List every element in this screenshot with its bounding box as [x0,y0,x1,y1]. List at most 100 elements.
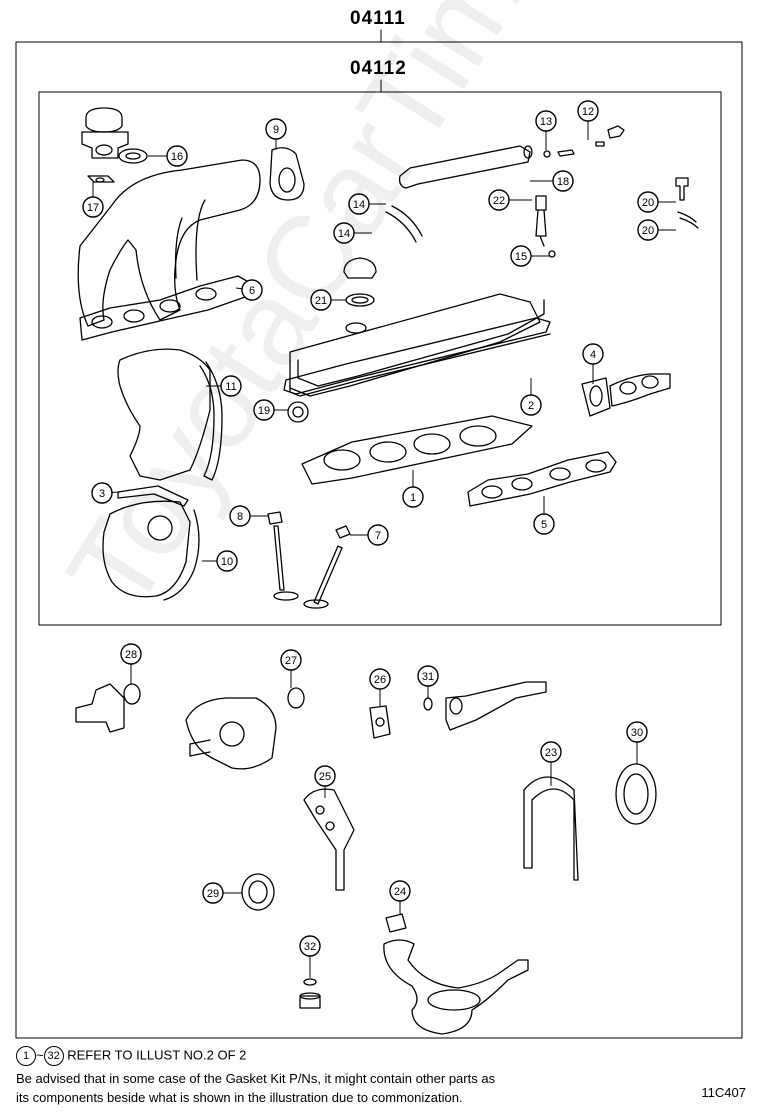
callout-circle [333,222,355,244]
callout-27: 27 [280,649,302,671]
exhaust-gasket-drawing [467,451,617,507]
callout-number: 6 [249,285,255,297]
callout-number: 30 [631,727,643,739]
outer-kit-frame [15,41,743,1039]
outer-kit-code: 04111 [350,8,406,29]
callout-circle [91,482,113,504]
callout-circle [265,118,287,140]
callout-number: 11 [225,381,236,393]
range-start-callout: 1 [16,1046,36,1066]
callout-number: 8 [237,511,243,523]
callout-15: 15 [510,245,532,267]
head-cover-drawing [283,293,551,397]
callout-number: 25 [319,771,331,783]
range-separator: ~ [36,1047,44,1063]
callout-circle [626,721,648,743]
callout-circle [229,505,251,527]
callout-circle [202,882,224,904]
callout-20: 20 [637,219,659,241]
callout-circle [120,643,142,665]
callout-circle [488,189,510,211]
callout-24: 24 [389,880,411,902]
callout-number: 5 [541,519,547,531]
callout-20: 20 [637,191,659,213]
callout-number: 32 [304,941,316,953]
callout-circle [637,219,659,241]
callout-14: 14 [348,193,370,215]
callout-number: 19 [258,405,270,417]
lower-cover-drawing [102,500,200,601]
callout-number: 4 [590,349,596,361]
callout-circle [367,524,389,546]
callout-6: 6 [241,279,263,301]
footer-note-line-2: its components beside what is shown in t… [16,1090,463,1105]
callout-number: 9 [273,124,279,136]
callout-circle [166,145,188,167]
callout-26: 26 [369,668,391,690]
callout-10: 10 [216,550,238,572]
callout-number: 20 [642,225,654,237]
callout-circle [540,741,562,763]
callout-8: 8 [229,505,251,527]
callout-16: 16 [166,145,188,167]
callout-circle [402,486,424,508]
callout-number: 10 [221,556,233,568]
callout-17: 17 [82,196,104,218]
callout-number: 14 [338,228,350,240]
callout-circle [82,196,104,218]
callout-number: 7 [375,530,381,542]
callout-28: 28 [120,643,142,665]
head-gasket-drawing [301,415,533,485]
callout-circle [577,100,599,122]
callout-number: 13 [540,116,552,128]
callout-number: 21 [315,295,327,307]
callout-3: 3 [91,482,113,504]
callout-14: 14 [333,222,355,244]
callout-circle [417,665,439,687]
footer-note-line-1: Be advised that in some case of the Gask… [16,1071,496,1086]
callout-12: 12 [577,100,599,122]
callout-number: 27 [285,655,297,667]
callout-circle [216,550,238,572]
timing-cover-drawing [117,348,223,481]
callout-circle [299,935,321,957]
callout-number: 31 [422,671,434,683]
callout-2: 2 [520,394,542,416]
callout-circle [348,193,370,215]
water-pump-drawing [185,697,277,770]
inner-kit-frame [38,91,722,626]
callout-25: 25 [314,765,336,787]
callout-circle [535,110,557,132]
callout-11: 11 [220,375,242,397]
callout-32: 32 [299,935,321,957]
callout-circle [253,399,275,421]
callout-circle [637,191,659,213]
callout-5: 5 [533,513,555,535]
callout-13: 13 [535,110,557,132]
egr-valve-drawing [81,107,129,183]
callout-number: 12 [582,106,594,118]
inner-kit-code: 04112 [350,58,407,79]
callout-circle [220,375,242,397]
callout-circle [389,880,411,902]
callout-number: 18 [557,176,569,188]
fuel-rail-drawing [385,145,556,258]
callout-number: 29 [207,888,219,900]
callout-31: 31 [417,665,439,687]
callout-number: 15 [515,251,527,263]
callout-number: 1 [410,492,416,504]
callout-23: 23 [540,741,562,763]
callout-number: 22 [493,195,505,207]
callout-4: 4 [582,343,604,365]
callout-number: 26 [374,674,386,686]
callout-number: 2 [528,400,534,412]
callout-circle [241,279,263,301]
callout-number: 24 [394,886,406,898]
callout-number: 23 [545,747,557,759]
callout-circle [314,765,336,787]
callout-circle [582,343,604,365]
refer-text: REFER TO ILLUST NO.2 OF 2 [67,1047,247,1063]
callout-30: 30 [626,721,648,743]
callout-19: 19 [253,399,275,421]
